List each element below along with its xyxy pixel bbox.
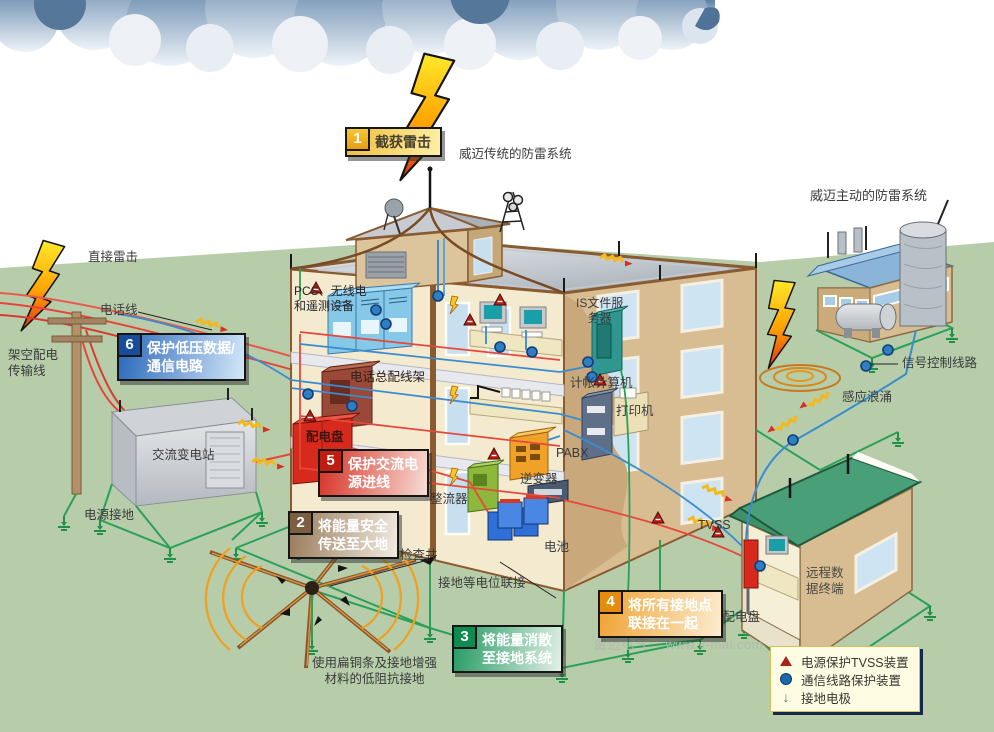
building-wiring (117, 268, 745, 600)
callout-6-protect-data: 6 保护低压数据/ 通信电路 (117, 333, 246, 381)
callout-2-convey-energy: 2 将能量安全 传送至大地 (288, 511, 399, 559)
callout-2-number: 2 (288, 511, 313, 535)
legend-item-comm: 通信线路保护装置 (779, 670, 909, 688)
label-phone-line: 电话线 (100, 303, 138, 317)
legend-item-tvss: 电源保护TVSS装置 (779, 652, 909, 670)
legend-item-ground: ↓ 接地电极 (779, 688, 909, 706)
watermark: 威迈电气： www.v-mai.com (594, 637, 764, 652)
label-is-server: IS文件服 务器 (576, 296, 624, 325)
label-inspection-well: 检查井 (400, 548, 438, 562)
label-low-impedance: 使用扁铜条及接地增强 材料的低阻抗接地 (312, 656, 438, 686)
workstations (469, 301, 563, 357)
printer (613, 387, 649, 437)
label-direct-strike: 直接雷击 (88, 250, 139, 264)
lightning-bolt-main (399, 51, 456, 184)
label-billing-computer: 计帐计算机 (570, 376, 633, 390)
callout-4-number: 4 (598, 590, 623, 614)
storm-cloud (0, 0, 720, 74)
callout-1-number: 1 (345, 127, 370, 151)
label-mdf: 电话总配线架 (350, 370, 426, 384)
storage-tank (835, 303, 897, 338)
silo (899, 199, 949, 327)
satellite-dish-icon (383, 198, 404, 235)
callout-3-number: 3 (452, 625, 477, 649)
label-battery: 电池 (544, 540, 570, 554)
label-power-ground: 电源接地 (84, 508, 135, 522)
antenna-tower-icon (499, 191, 525, 233)
ground-arrow-icon: ↓ (782, 689, 790, 705)
label-traditional-system: 威迈传统的防雷系统 (459, 147, 572, 161)
tvss-triangle-icon (779, 656, 793, 666)
callout-1-intercept: 1 截获雷击 (345, 127, 442, 157)
label-pabx: PABX (556, 446, 589, 460)
label-inverter: 逆变器 (520, 472, 558, 486)
label-induced-surge: 感应浪涌 (842, 390, 893, 404)
ac-substation (99, 388, 301, 550)
callout-3-dissipate-energy: 3 将能量消散 至接地系统 (452, 625, 563, 673)
label-signal-line: 信号控制线路 (902, 356, 978, 370)
induced-surge-rings (759, 364, 841, 392)
label-equipotential: 接地等电位联接 (438, 576, 526, 590)
callout-6-number: 6 (117, 333, 142, 357)
legend: 电源保护TVSS装置 通信线路保护装置 ↓ 接地电极 (770, 646, 920, 712)
middle-desk (469, 384, 563, 425)
penthouse (290, 166, 565, 300)
leader-lines (137, 311, 898, 599)
label-remote-terminal: 远程数 据终端 (806, 566, 844, 596)
is-file-server (591, 305, 629, 377)
callout-5-number: 5 (318, 449, 343, 473)
battery-bank (487, 495, 549, 541)
remote-terminal-house (728, 452, 923, 670)
label-tvss: TVSS (698, 518, 731, 532)
callout-4-bond-grounds: 4 将所有接地点 联接在一起 (598, 590, 723, 638)
label-pcs: PCS、无线电 和遥测设备 (294, 284, 367, 313)
comm-circle-icon (779, 673, 793, 685)
label-dist-board: 配电盘 (306, 430, 344, 444)
callout-5-protect-ac: 5 保护交流电 源进线 (318, 449, 429, 497)
label-printer: 打印机 (616, 404, 654, 418)
label-active-system: 威迈主动的防雷系统 (810, 188, 928, 203)
main-building (117, 166, 757, 600)
label-rectifier: 整流器 (430, 492, 468, 506)
label-substation: 交流变电站 (152, 448, 215, 462)
factory-building (745, 199, 955, 541)
radial-ground-rods (204, 538, 436, 669)
label-overhead-line: 架空配电 传输线 (8, 348, 59, 378)
